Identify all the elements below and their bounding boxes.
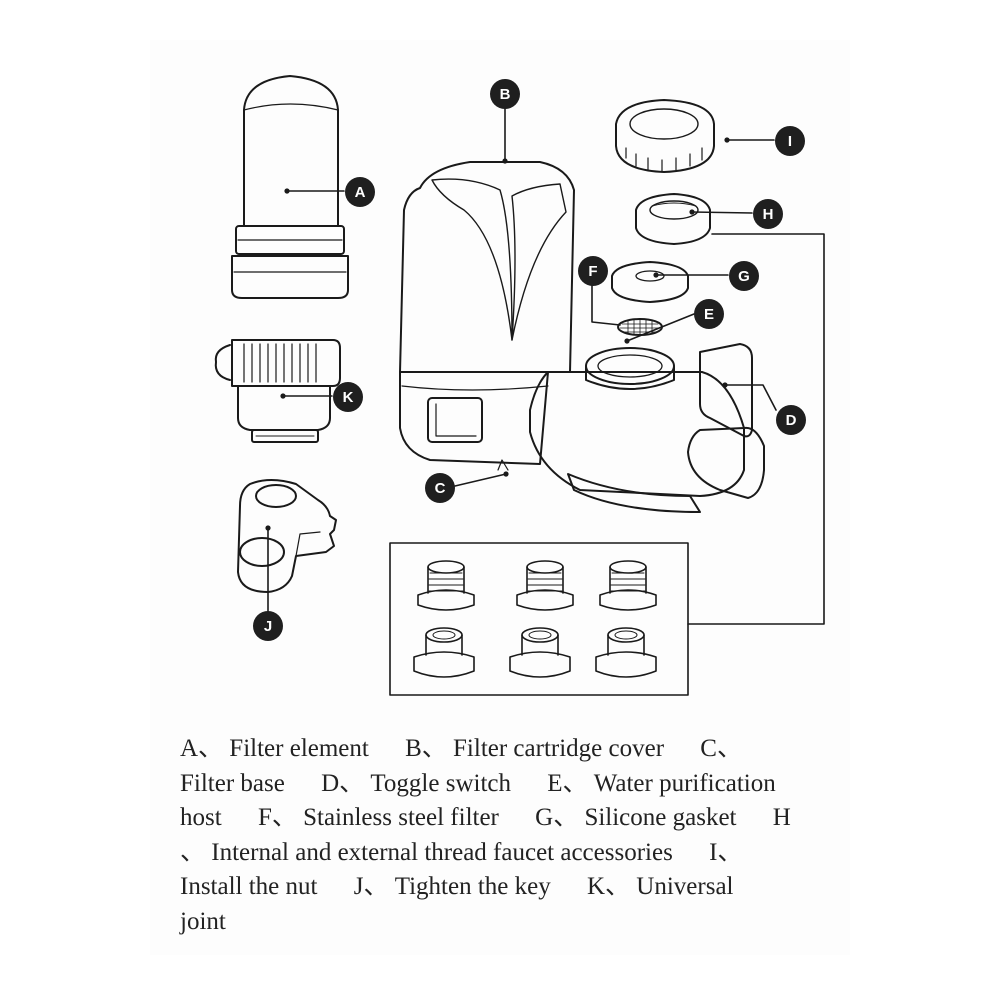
callout-g-label: G bbox=[738, 268, 750, 285]
legend-d: D、 Toggle switch bbox=[321, 769, 511, 797]
legend-c-prefix: C、 bbox=[700, 735, 742, 762]
callout-i-label: I bbox=[788, 133, 792, 150]
filter-element-part bbox=[231, 75, 349, 299]
legend-e: E、 Water purification bbox=[547, 769, 776, 797]
callout-e-badge bbox=[694, 299, 724, 329]
legend-i: Install the nut bbox=[180, 873, 318, 900]
legend-e-cont: host bbox=[180, 804, 222, 831]
legend-line-3: host F、 Stainless steel filter G、 Silico… bbox=[180, 801, 820, 836]
thread-accessory-part bbox=[635, 193, 711, 245]
legend-j: J、 Tighten the key bbox=[353, 873, 551, 900]
accessories-box bbox=[389, 542, 689, 696]
callout-i-badge bbox=[775, 126, 805, 156]
legend-line-2: Filter base D、 Toggle switch E、 Water pu… bbox=[180, 767, 820, 802]
callout-f-badge bbox=[578, 256, 608, 286]
callout-b-badge bbox=[490, 79, 520, 109]
callout-c-badge bbox=[425, 473, 455, 503]
callout-b-label: B bbox=[500, 86, 511, 103]
callout-a-badge bbox=[345, 177, 375, 207]
callout-h-badge bbox=[753, 199, 783, 229]
callout-j-badge bbox=[253, 611, 283, 641]
legend-g: G、 Silicone gasket bbox=[535, 804, 737, 831]
callout-j-label: J bbox=[264, 618, 272, 635]
parts-legend: A、 Filter element B、 Filter cartridge co… bbox=[180, 732, 820, 939]
callout-g-badge bbox=[729, 261, 759, 291]
callout-d-label: D bbox=[786, 412, 797, 429]
silicone-gasket-part bbox=[611, 261, 689, 303]
legend-line-6: joint bbox=[180, 905, 820, 940]
legend-k-cont: joint bbox=[180, 907, 226, 935]
callout-a-label: A bbox=[355, 184, 366, 201]
legend-h-prefix: H bbox=[772, 804, 791, 831]
legend-a: A、 Filter element bbox=[180, 735, 369, 762]
tighten-key-part bbox=[237, 479, 337, 593]
filter-housing-part bbox=[399, 161, 575, 471]
install-nut-part bbox=[615, 99, 715, 173]
legend-line-4: 、 Internal and external thread faucet ac… bbox=[180, 836, 820, 871]
leader-dots bbox=[265, 137, 730, 531]
callout-f-label: F bbox=[588, 263, 597, 280]
callout-h-label: H bbox=[763, 206, 774, 223]
legend-c: Filter base bbox=[180, 769, 285, 797]
callout-k-badge bbox=[333, 382, 363, 412]
callout-k-label: K bbox=[343, 389, 354, 406]
callout-d-badge bbox=[776, 405, 806, 435]
purification-host-part bbox=[529, 343, 765, 513]
faucet-accessories bbox=[413, 560, 657, 678]
legend-i-prefix: I、 bbox=[709, 838, 743, 866]
universal-joint-part bbox=[214, 339, 341, 443]
legend-line-5: Install the nut J、 Tighten the key K、 Un… bbox=[180, 870, 820, 905]
legend-line-1: A、 Filter element B、 Filter cartridge co… bbox=[180, 732, 820, 767]
legend-k: K、 Universal bbox=[586, 873, 734, 900]
leader-lines bbox=[267, 107, 825, 625]
legend-b: B、 Filter cartridge cover bbox=[405, 735, 665, 762]
legend-f: F、 Stainless steel filter bbox=[257, 804, 499, 831]
legend-h: 、 Internal and external thread faucet ac… bbox=[180, 838, 673, 866]
callout-e-label: E bbox=[704, 306, 714, 323]
callout-c-label: C bbox=[435, 480, 446, 497]
callout-badges: A B C D E F G H I J K bbox=[253, 79, 806, 641]
